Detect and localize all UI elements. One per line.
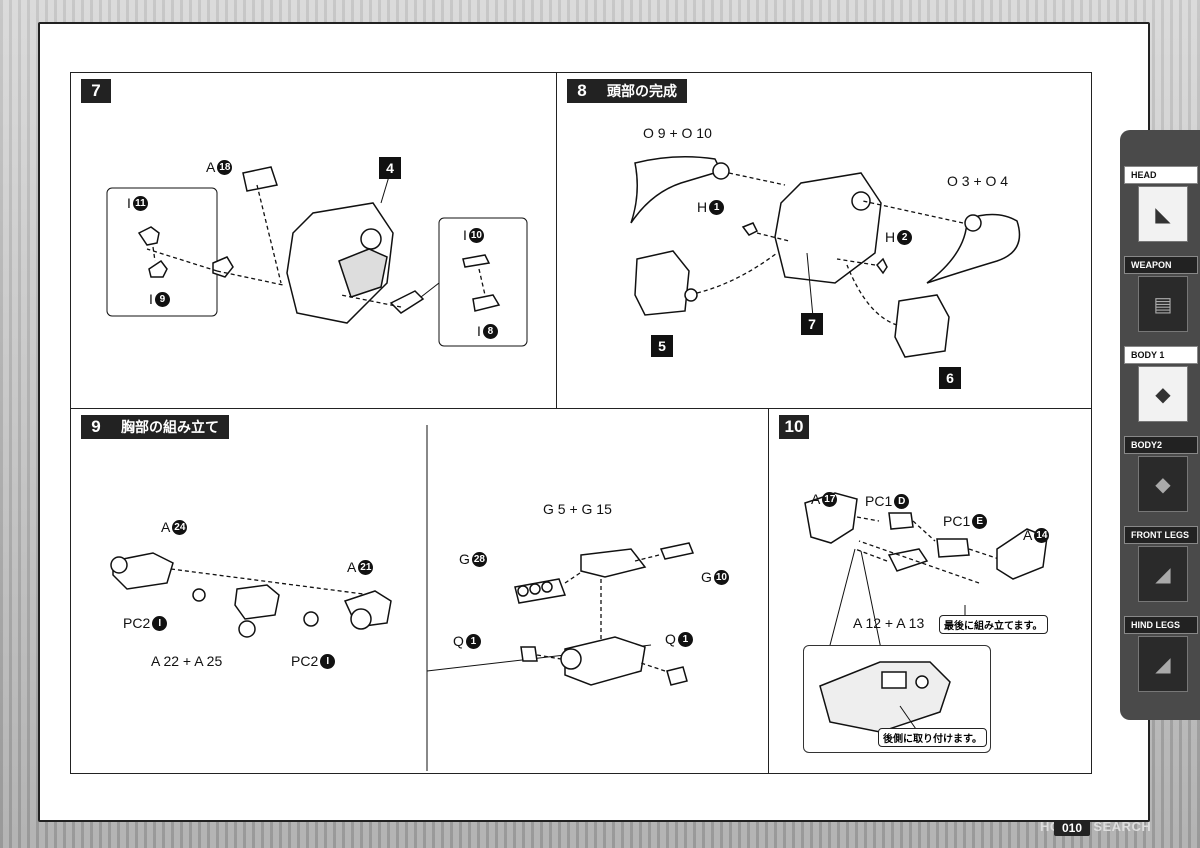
step-number: 8 <box>567 79 597 103</box>
note-last: 最後に組み立てます。 <box>939 615 1048 634</box>
step-10-diagram <box>804 492 1048 650</box>
part-label: A 22 + A 25 <box>151 653 223 669</box>
reference-number: 5 <box>651 335 673 357</box>
step-number: 9 <box>81 415 111 439</box>
reference-number: 7 <box>801 313 823 335</box>
part-label: O 9 + O 10 <box>643 125 712 141</box>
tab-label: WEAPON <box>1124 256 1198 274</box>
leg-icon: ◢ <box>1138 546 1188 602</box>
step-number: 7 <box>81 79 111 103</box>
body-icon: ◆ <box>1138 366 1188 422</box>
leg-icon: ◢ <box>1138 636 1188 692</box>
note-rear: 後側に取り付けます。 <box>878 728 987 747</box>
body-icon: ◆ <box>1138 456 1188 512</box>
step-9-diagram <box>110 425 695 771</box>
tab-body-1[interactable]: BODY 1 ◆ <box>1124 346 1198 422</box>
tab-label: BODY2 <box>1124 436 1198 454</box>
part-label: G 5 + G 15 <box>543 501 612 517</box>
part-label: A 12 + A 13 <box>853 615 925 631</box>
tab-front-legs[interactable]: FRONT LEGS ◢ <box>1124 526 1198 602</box>
step-7-diagram <box>106 162 528 347</box>
tab-hind-legs[interactable]: HIND LEGS ◢ <box>1124 616 1198 692</box>
tab-label: BODY 1 <box>1124 346 1198 364</box>
step-number: 10 <box>779 415 809 439</box>
weapon-icon: ▤ <box>1138 276 1188 332</box>
reference-number: 6 <box>939 367 961 389</box>
head-icon: ◣ <box>1138 186 1188 242</box>
detail-callout: 後側に取り付けます。 <box>803 645 991 753</box>
tab-label: HIND LEGS <box>1124 616 1198 634</box>
page-number: 010 <box>1054 820 1091 836</box>
reference-number: 4 <box>379 157 401 179</box>
tab-body-2[interactable]: BODY2 ◆ <box>1124 436 1198 512</box>
part-label: O 3 + O 4 <box>947 173 1009 189</box>
tab-head[interactable]: HEAD ◣ <box>1124 166 1198 242</box>
detail-diagram <box>819 661 951 733</box>
step-title: 頭部の完成 <box>597 79 687 103</box>
step-8-diagram <box>630 156 1021 358</box>
tab-weapon[interactable]: WEAPON ▤ <box>1124 256 1198 332</box>
step-title: 胸部の組み立て <box>111 415 229 439</box>
tab-label: HEAD <box>1124 166 1198 184</box>
tab-label: FRONT LEGS <box>1124 526 1198 544</box>
